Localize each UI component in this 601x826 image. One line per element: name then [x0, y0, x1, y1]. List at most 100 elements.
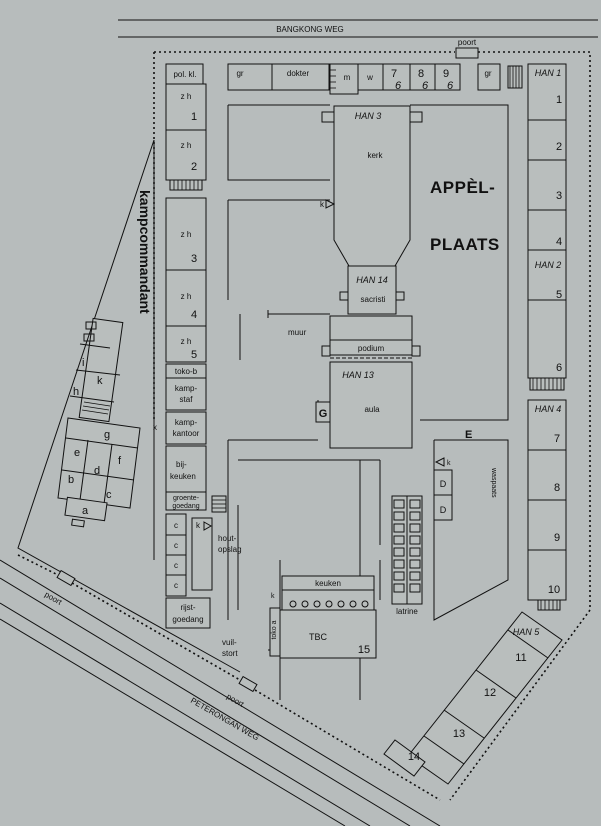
block-12-label: 12: [484, 687, 496, 699]
block-13-label: 13: [453, 728, 465, 740]
kerk-label: kerk: [367, 151, 383, 160]
latrine-block: latrine: [391, 495, 423, 616]
groente-label-1: groente-: [173, 495, 200, 502]
room-9-sub: 6: [447, 80, 454, 92]
room-7-label: 7: [391, 68, 397, 80]
han-14-label: HAN 14: [356, 275, 388, 285]
house-d-label: d: [94, 465, 100, 477]
house-e-label: e: [74, 447, 80, 459]
east-room-3: 3: [556, 190, 562, 202]
x-marker: x: [153, 423, 157, 432]
east-room-2: 2: [556, 141, 562, 153]
west-gate-label: poort: [43, 590, 64, 607]
south-east-block: HAN 5 11 12 13 14: [383, 611, 563, 785]
peterongan-weg-label: PETERONGAN WEG: [189, 696, 260, 742]
house-c-label: c: [106, 489, 112, 501]
hout-label-2: opslag: [218, 545, 242, 554]
appel-label-1: APPÈL-: [430, 178, 495, 197]
kampstaf-label-2: staf: [180, 395, 194, 404]
gr-label-2: gr: [484, 69, 491, 78]
east-room-4: 4: [556, 236, 562, 248]
toko-a-label: toko a: [271, 620, 278, 639]
pol-kl-label: pol. kl.: [173, 70, 196, 79]
han-5-label: HAN 5: [513, 627, 541, 637]
han-3-label: HAN 3: [355, 111, 382, 121]
toko-a-k: k: [271, 593, 275, 600]
houtopslag-entry-triangle: [203, 521, 213, 531]
house-k-label: k: [97, 375, 103, 387]
d-buildings: D D k waspaats: [433, 457, 497, 521]
house-f-label: f: [118, 455, 122, 467]
vuilstort-label-2: stort: [222, 649, 238, 658]
stairs-north-east: [507, 65, 523, 89]
d-k-label: k: [447, 460, 451, 467]
rijstgoedang-label-2: goedang: [172, 615, 203, 624]
keuken-label: keuken: [315, 579, 341, 588]
aula-label: aula: [364, 405, 380, 414]
zh-4-label: z h: [181, 292, 192, 301]
zh-2-number: 2: [191, 161, 197, 173]
tbc-label: TBC: [309, 632, 328, 642]
d-entry-triangle: [434, 457, 445, 467]
room-8-sub: 6: [422, 80, 429, 92]
kampkantoor-label-1: kamp-: [175, 418, 198, 427]
bangkong-weg-label: BANGKONG WEG: [276, 25, 344, 34]
han-4-label: HAN 4: [535, 404, 562, 414]
m-label: m: [344, 73, 351, 82]
houtopslag-k: k: [196, 521, 201, 530]
groente-label-2: goedang: [172, 503, 199, 510]
church-building: HAN 3 kerk k HAN 14 sacristi: [320, 105, 423, 315]
w-label: w: [366, 73, 373, 82]
c-room-4: c: [174, 581, 178, 590]
c-room-2: c: [174, 541, 178, 550]
east-room-7: 7: [554, 433, 560, 445]
aula-building: podium HAN 13 aula G: [315, 315, 421, 449]
east-room-1: 1: [556, 94, 562, 106]
stairs-west-2: [211, 495, 227, 513]
c-room-3: c: [174, 561, 178, 570]
han-2-label: HAN 2: [535, 260, 562, 270]
room-8-label: 8: [418, 68, 424, 80]
podium-label: podium: [358, 344, 385, 353]
house-a-label: a: [82, 505, 89, 517]
kerk-k-label: k: [320, 200, 325, 209]
kampkantoor-label-2: kantoor: [173, 429, 200, 438]
kampcommandant-label: kampcommandant: [137, 190, 153, 314]
top-row-buildings: pol. kl. gr dokter m w 7 6 8 6 9 6 gr: [165, 63, 523, 95]
tbc-number: 15: [358, 644, 370, 656]
zh-5-number: 5: [191, 349, 197, 361]
dokter-label: dokter: [287, 69, 310, 78]
house-i-label: i: [82, 357, 84, 369]
house-h-label: h: [73, 386, 79, 398]
kitchen-tbc-building: keuken TBC 15 toko a k: [269, 575, 377, 659]
zh-3-label: z h: [181, 230, 192, 239]
block-11-label: 11: [515, 652, 526, 664]
d-building-1: D: [440, 479, 447, 489]
zh-1-number: 1: [191, 111, 197, 123]
block-14-label: 14: [408, 751, 420, 763]
east-room-6: 6: [556, 362, 562, 374]
g-building-label: G: [319, 408, 328, 420]
west-column: z h 1 z h 2 z h 3 z h 4 z h 5 toko-b kam…: [165, 83, 242, 658]
bangkong-weg-road: BANGKONG WEG: [118, 19, 598, 38]
zh-5-label: z h: [181, 337, 192, 346]
north-gate-label: poort: [458, 38, 477, 47]
han-13-label: HAN 13: [342, 370, 374, 380]
kerk-entry-triangle: [325, 199, 336, 209]
house-g-label: g: [104, 429, 110, 441]
north-gate: poort: [455, 38, 479, 59]
muur-label: muur: [288, 328, 307, 337]
east-room-8: 8: [554, 482, 560, 494]
room-9-label: 9: [443, 68, 449, 80]
toko-b-label: toko-b: [175, 367, 198, 376]
kampcommandant-area: kampcommandant x i k h g e d f b c a: [17, 139, 241, 673]
bijkeuken-label-2: keuken: [170, 472, 196, 481]
stairs-west-1: [169, 179, 203, 191]
vuilstort-label-1: vuil-: [222, 638, 237, 647]
rijstgoedang-label-1: rijst-: [180, 603, 195, 612]
c-room-1: c: [174, 521, 178, 530]
zh-4-number: 4: [191, 309, 197, 321]
stairs-commandant: [81, 401, 111, 415]
latrine-label: latrine: [396, 607, 418, 616]
